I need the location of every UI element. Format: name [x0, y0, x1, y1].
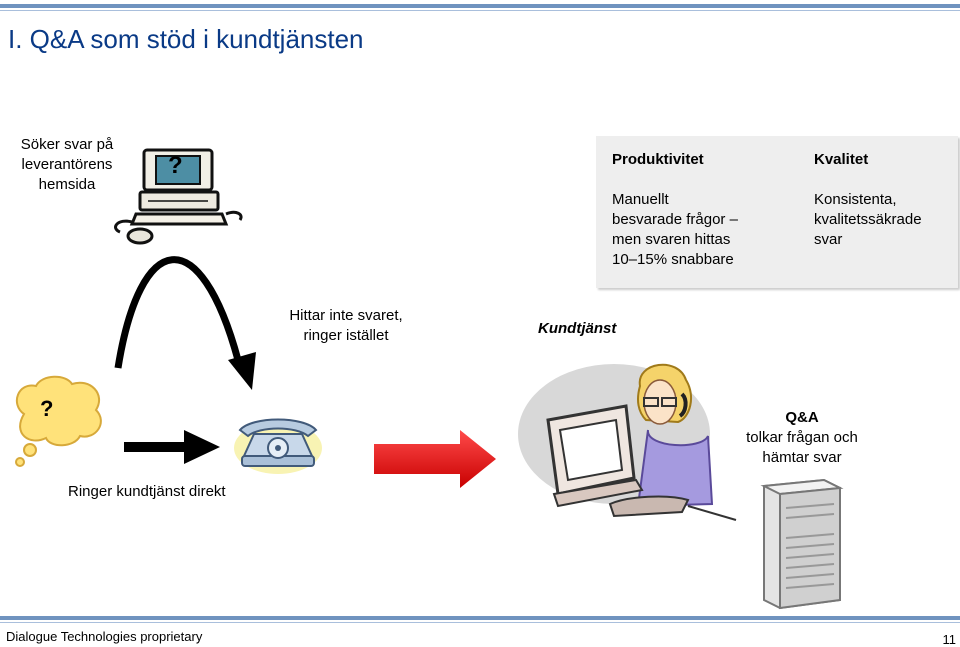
search-text-line2: leverantörens — [21, 156, 113, 173]
fallback-line1: Hittar inte svaret, — [289, 307, 403, 324]
search-text: Söker svar på leverantörens hemsida — [8, 135, 126, 195]
quality-line3: svar — [814, 231, 843, 248]
quality-heading: Kvalitet — [814, 151, 869, 168]
info-box: Produktivitet Manuellt besvarade frågor … — [596, 136, 958, 288]
search-text-line3: hemsida — [38, 176, 96, 193]
page-title: I. Q&A som stöd i kundtjänsten — [8, 24, 364, 54]
monitor-question-mark: ? — [168, 152, 183, 179]
thought-bubble-question-mark: ? — [40, 396, 54, 421]
footer-text: Dialogue Technologies proprietary — [6, 629, 203, 644]
qa-title: Q&A — [785, 409, 819, 426]
search-text-line1: Söker svar på — [20, 136, 114, 153]
top-rule-thin — [0, 10, 960, 11]
top-rule — [0, 4, 960, 8]
qa-block: Q&A tolkar frågan och hämtar svar — [722, 408, 882, 468]
server-icon — [760, 478, 844, 610]
productivity-line2: besvarade frågor – — [612, 211, 738, 228]
customer-service-label: Kundtjänst — [538, 320, 617, 337]
bottom-rule-thin — [0, 622, 960, 623]
quality-column: Kvalitet Konsistenta, kvalitetssäkrade s… — [814, 150, 954, 250]
bottom-rule — [0, 616, 960, 620]
productivity-line4: 10–15% snabbare — [612, 251, 734, 268]
curved-arrow — [114, 256, 256, 390]
thought-bubble-icon — [15, 375, 102, 467]
quality-line2: kvalitetssäkrade — [814, 211, 922, 228]
qa-line1: tolkar frågan och — [746, 429, 858, 446]
productivity-column: Produktivitet Manuellt besvarade frågor … — [612, 150, 772, 270]
direct-call-text: Ringer kundtjänst direkt — [68, 483, 226, 500]
red-arrow — [374, 430, 496, 488]
quality-line1: Konsistenta, — [814, 191, 897, 208]
fallback-line2: ringer istället — [303, 327, 389, 344]
productivity-line3: men svaren hittas — [612, 231, 731, 248]
customer-service-agent-icon — [518, 363, 737, 521]
page-number: 11 — [942, 632, 957, 647]
direct-arrow — [124, 430, 220, 464]
fallback-text: Hittar inte svaret, ringer istället — [262, 306, 430, 346]
telephone-icon — [234, 418, 322, 474]
computer-icon — [114, 148, 243, 245]
qa-line2: hämtar svar — [762, 449, 842, 466]
productivity-heading: Produktivitet — [612, 151, 704, 168]
productivity-line1: Manuellt — [612, 191, 669, 208]
